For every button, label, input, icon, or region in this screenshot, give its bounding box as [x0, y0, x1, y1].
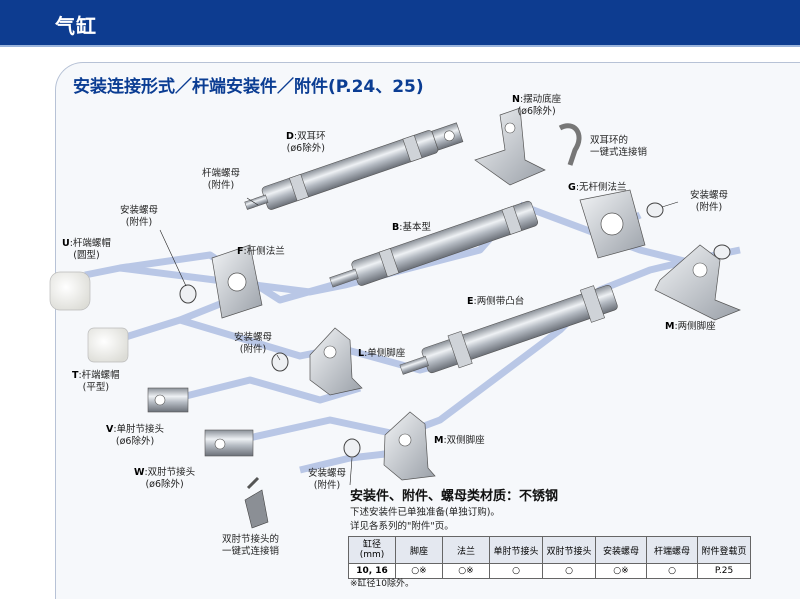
single-foot-l — [309, 327, 363, 396]
table-row: 10, 16 ○※ ○※ ○ ○ ○※ ○ P.25 — [348, 563, 751, 579]
label-mount-nut-3: 安装螺母(附件) — [234, 332, 273, 355]
single-knuckle-v — [147, 387, 189, 413]
label-mount-nut-4: 安装螺母(附件) — [308, 468, 347, 491]
label-g: G:无杆侧法兰 — [568, 182, 627, 193]
mount-nut-f — [179, 284, 197, 304]
th-bore: 缸径 (mm) — [348, 536, 396, 564]
label-m-double: M:双侧脚座 — [434, 435, 485, 446]
label-mount-nut-2: 安装螺母(附件) — [690, 190, 729, 213]
material-title: 安装件、附件、螺母类材质：不锈钢 — [350, 489, 559, 504]
page-header: 气缸 — [0, 0, 800, 45]
header-rule — [0, 45, 800, 47]
td-page: P.25 — [697, 563, 751, 579]
label-mount-nut-1: 安装螺母(附件) — [120, 205, 159, 228]
double-knuckle-w — [204, 429, 254, 457]
label-u: U:杆端螺帽(圆型) — [62, 238, 111, 261]
double-foot-m — [654, 244, 741, 321]
td-foot: ○※ — [395, 563, 443, 579]
label-rod-nut: 杆端螺母(附件) — [202, 168, 241, 191]
spec-table-header: 缸径 (mm) 脚座 法兰 单肘节接头 双肘节接头 安装螺母 杆端螺母 附件登载… — [348, 536, 751, 564]
th-foot: 脚座 — [395, 536, 443, 564]
td-single-knuckle: ○ — [489, 563, 543, 579]
mount-nut-m — [713, 244, 731, 260]
rod-flange-g — [579, 189, 646, 259]
spec-table: 缸径 (mm) 脚座 法兰 单肘节接头 双肘节接头 安装螺母 杆端螺母 附件登载… — [348, 536, 751, 579]
rod-flange-f — [211, 244, 263, 319]
td-flange: ○※ — [442, 563, 490, 579]
double-foot-m2 — [383, 411, 436, 481]
label-b: B:基本型 — [392, 222, 431, 233]
label-e: E:两侧带凸台 — [467, 296, 525, 307]
mount-nut-g — [646, 202, 664, 218]
label-n-clevis-pin: 双耳环的一键式连接销 — [590, 135, 648, 158]
label-l: L:单侧脚座 — [358, 348, 406, 359]
label-d: D:双耳环(ø6除外) — [286, 131, 326, 154]
td-double-knuckle: ○ — [542, 563, 596, 579]
label-w: W:双肘节接头(ø6除外) — [134, 467, 196, 490]
material-note-2: 详见各系列的"附件"页。 — [350, 521, 454, 532]
clevis-pin-n — [558, 123, 582, 166]
material-note-1: 下述安装件已单独准备(单独订购)。 — [350, 507, 500, 518]
cylinder-d — [244, 122, 464, 210]
th-mount-nut: 安装螺母 — [595, 536, 647, 564]
th-double-knuckle: 双肘节接头 — [542, 536, 596, 564]
label-f: F:杆侧法兰 — [237, 246, 285, 257]
clevis-pin-w — [244, 476, 269, 529]
th-single-knuckle: 单肘节接头 — [489, 536, 543, 564]
th-page: 附件登载页 — [697, 536, 751, 564]
td-rod-nut: ○ — [646, 563, 698, 579]
cylinder-e — [399, 284, 618, 375]
footnote: ※缸径10除外。 — [350, 579, 414, 589]
th-rod-nut: 杆端螺母 — [646, 536, 698, 564]
label-m: M:两侧脚座 — [665, 321, 716, 332]
mount-nut-m2 — [343, 438, 361, 458]
mount-nut-l — [271, 352, 289, 372]
pivot-bracket-n — [474, 107, 546, 186]
rod-cap-t — [87, 327, 129, 363]
rod-cap-u — [49, 271, 91, 311]
td-mount-nut: ○※ — [595, 563, 647, 579]
th-flange: 法兰 — [442, 536, 490, 564]
section-title: 安装连接形式／杆端安装件／附件(P.24、25) — [73, 77, 424, 97]
cylinder-b — [329, 200, 538, 288]
label-w-clevis-pin: 双肘节接头的一键式连接销 — [222, 534, 280, 557]
leader-lines — [159, 197, 679, 486]
label-v: V:单肘节接头(ø6除外) — [106, 424, 165, 447]
page-title: 气缸 — [55, 14, 97, 38]
label-n: N:摆动底座(ø6除外) — [512, 94, 562, 117]
label-t: T:杆端螺帽(平型) — [72, 370, 120, 393]
